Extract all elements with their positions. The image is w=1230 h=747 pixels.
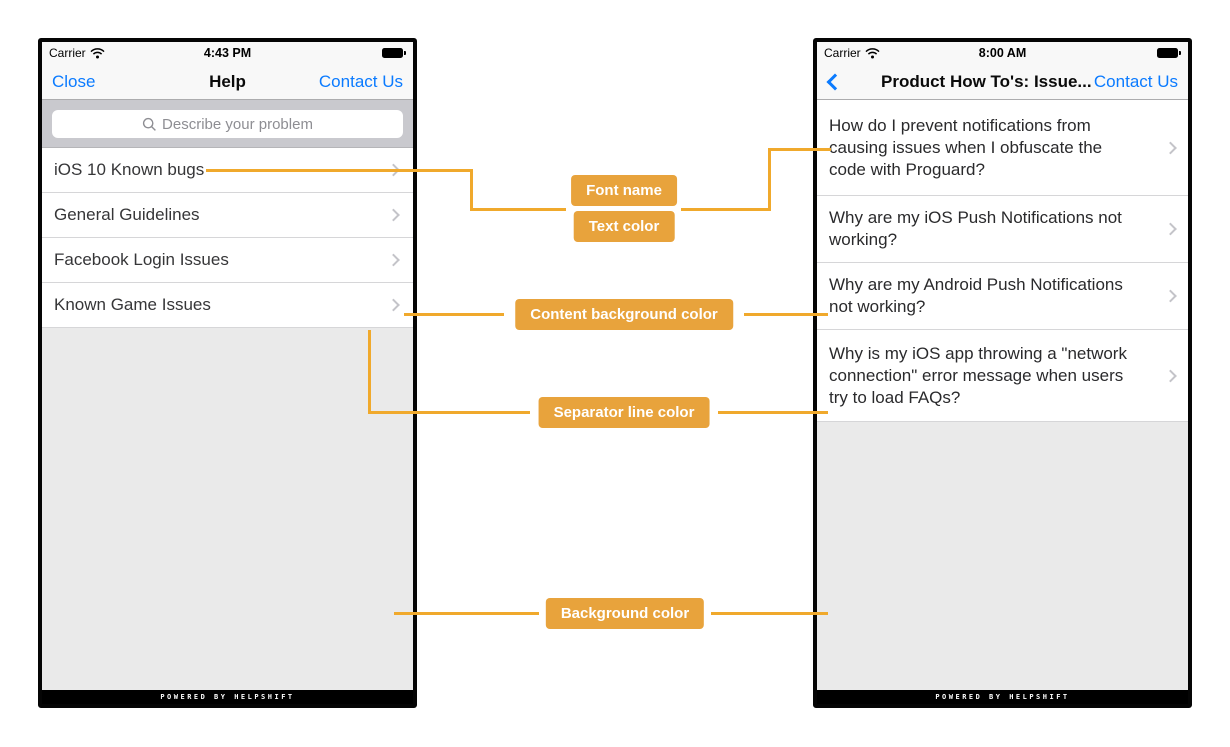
connector-line — [470, 208, 566, 211]
annotation-tag-background-color: Background color — [545, 598, 705, 629]
status-time: 8:00 AM — [978, 46, 1027, 60]
powered-by-label: POWERED BY HELPSHIFT — [160, 693, 295, 701]
carrier-label-wrap: Carrier — [824, 46, 880, 60]
carrier-label: Carrier — [49, 46, 86, 60]
annotation-tag-content-background-color: Content background color — [515, 299, 733, 330]
powered-by-helpshift-badge: POWERED BY HELPSHIFT — [817, 690, 1188, 704]
faq-section-row[interactable]: General Guidelines — [42, 193, 413, 238]
faq-section-label: Known Game Issues — [54, 295, 211, 314]
connector-line — [718, 411, 828, 414]
search-input[interactable]: Describe your problem — [52, 110, 403, 138]
faq-question-label: Why are my Android Push Notifications no… — [829, 275, 1123, 316]
connector-line — [711, 612, 828, 615]
contact-us-button-left[interactable]: Contact Us — [318, 71, 403, 91]
faq-question-row[interactable]: Why is my iOS app throwing a "network co… — [817, 330, 1188, 422]
search-placeholder: Describe your problem — [162, 115, 313, 133]
powered-by-label: POWERED BY HELPSHIFT — [935, 693, 1070, 701]
powered-by-helpshift-badge: POWERED BY HELPSHIFT — [42, 690, 413, 704]
connector-line — [368, 330, 371, 414]
connector-line — [681, 208, 771, 211]
faq-section-row[interactable]: Known Game Issues — [42, 283, 413, 328]
connector-line — [368, 411, 530, 414]
left-phone: Carrier 4:43 PM Close Help Contact Us — [38, 38, 417, 708]
annotation-tag-text-color: Text color — [573, 211, 675, 242]
carrier-label: Carrier — [824, 46, 861, 60]
wifi-icon — [90, 47, 105, 58]
faq-question-label: Why are my iOS Push Notifications not wo… — [829, 208, 1122, 249]
connector-line — [744, 313, 828, 316]
faq-question-row[interactable]: Why are my iOS Push Notifications not wo… — [817, 196, 1188, 263]
battery-icon — [1157, 48, 1181, 58]
chevron-right-icon — [387, 208, 400, 222]
connector-line — [470, 169, 473, 211]
connector-line — [394, 612, 539, 615]
connector-line — [404, 313, 504, 316]
chevron-right-icon — [387, 298, 400, 312]
left-nav-bar: Close Help Contact Us — [42, 64, 413, 100]
connector-line — [206, 169, 473, 172]
faq-section-row[interactable]: Facebook Login Issues — [42, 238, 413, 283]
battery-icon — [382, 48, 406, 58]
carrier-label-wrap: Carrier — [49, 46, 105, 60]
status-time: 4:43 PM — [203, 46, 252, 60]
faq-question-label: How do I prevent notifications from caus… — [829, 115, 1103, 179]
back-chevron-icon[interactable] — [826, 73, 844, 90]
faq-question-row[interactable]: How do I prevent notifications from caus… — [817, 100, 1188, 196]
chevron-right-icon — [1164, 289, 1177, 303]
right-nav-bar: Product How To's: Issue... Contact Us — [817, 64, 1188, 100]
annotation-tag-separator-line-color: Separator line color — [538, 397, 710, 428]
right-nav-title: Product How To's: Issue... — [881, 71, 1092, 91]
faq-section-label: iOS 10 Known bugs — [54, 160, 205, 179]
chevron-right-icon — [1164, 141, 1177, 154]
close-button[interactable]: Close — [52, 71, 96, 91]
annotation-tag-font-name: Font name — [571, 175, 677, 206]
right-status-bar: Carrier 8:00 AM — [817, 42, 1188, 64]
left-status-bar: Carrier 4:43 PM — [42, 42, 413, 64]
chevron-right-icon — [1164, 369, 1177, 382]
search-bar-area: Describe your problem — [42, 100, 413, 148]
contact-us-button-right[interactable]: Contact Us — [1093, 71, 1178, 91]
connector-line — [768, 148, 831, 151]
right-phone: Carrier 8:00 AM Product How To's: Issue.… — [813, 38, 1192, 708]
search-icon — [142, 117, 156, 131]
connector-line — [768, 148, 771, 211]
left-nav-title: Help — [209, 71, 246, 91]
faq-section-label: Facebook Login Issues — [54, 250, 229, 269]
faq-question-row[interactable]: Why are my Android Push Notifications no… — [817, 263, 1188, 330]
chevron-right-icon — [1164, 222, 1177, 236]
faq-question-label: Why is my iOS app throwing a "network co… — [829, 343, 1127, 407]
chevron-right-icon — [387, 253, 400, 267]
wifi-icon — [865, 47, 880, 58]
faq-section-label: General Guidelines — [54, 205, 200, 224]
